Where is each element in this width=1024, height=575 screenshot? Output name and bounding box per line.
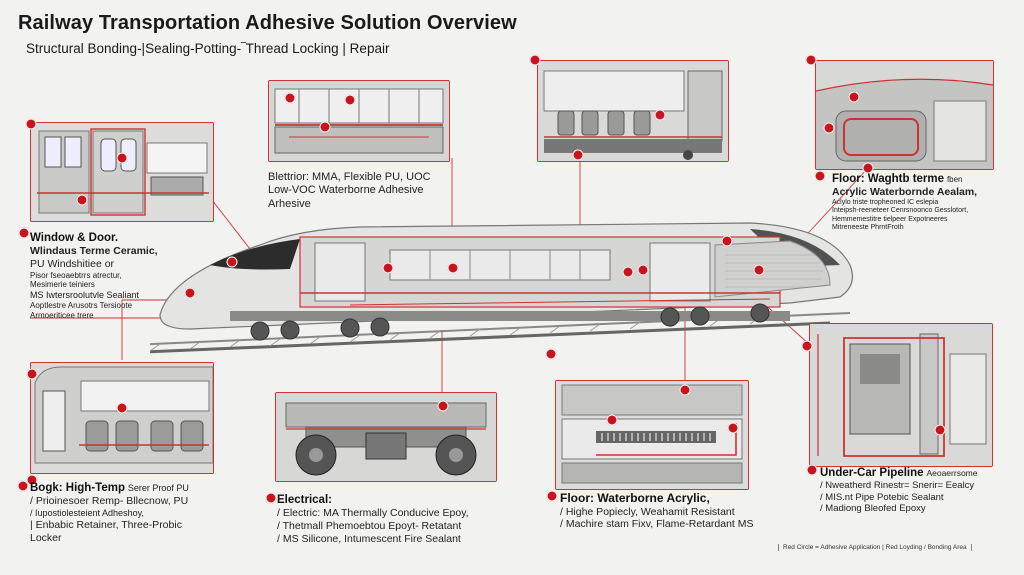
callout-electrical: Electrical: / Electric: MA Thermally Con… <box>277 493 469 545</box>
panel-marker-window <box>25 118 37 130</box>
callout-heading: Floor: Waghtb terme <box>832 173 945 185</box>
callout-heading-suffix: Aeoaerrsome <box>926 468 978 478</box>
adhesive-point-window <box>226 256 238 268</box>
adhesive-point-interior <box>622 266 634 278</box>
panel-marker-floor-4 <box>862 162 874 174</box>
callout-heading: Window & Door. <box>30 232 119 244</box>
panel-marker-floor-bottom-2 <box>606 414 618 426</box>
panel-marker-floor <box>805 54 817 66</box>
callout-heading: Floor: Waterborne Acrylic, <box>560 491 710 505</box>
callout-line: / Thetmall Phemoebtou Epoyt- Retatant <box>277 519 462 532</box>
under-car-pipeline-panel <box>809 323 993 467</box>
train-illustration <box>150 222 853 354</box>
panel-marker-floor-bottom <box>679 384 691 396</box>
callout-heading: Under-Car Pipeline <box>820 467 924 479</box>
callout-line: Aoptlestre Arusotrs Tersioote <box>30 301 133 311</box>
panel-marker-interior-3 <box>572 149 584 161</box>
callout-line: Low-VOC Waterborne Adhesive <box>268 184 424 197</box>
callout-floor-bottom: Floor: Waterborne Acrylic, / Highe Popie… <box>560 491 754 531</box>
callout-marker <box>265 492 277 504</box>
callout-marker <box>17 480 29 492</box>
panel-marker-floor-3 <box>823 122 835 134</box>
callout-line: Mesimerie teiniers <box>30 280 95 290</box>
callout-line: / Madiong Bleofed Epoxy <box>820 503 926 515</box>
page-subtitle: Structural Bonding-|Sealing-Potting-‾Thr… <box>26 41 390 56</box>
callout-line: Aclylo triste tropheoned IC eslepia <box>832 198 939 206</box>
panel-marker-floor-2 <box>848 91 860 103</box>
callout-line: Locker <box>30 531 62 544</box>
panel-marker-electrical <box>437 400 449 412</box>
adhesive-point-under <box>545 348 557 360</box>
callout-line: Mitreneeste PhrntFroth <box>832 224 904 232</box>
panel-marker-bonding-3 <box>319 121 331 133</box>
callout-line: / Iupostiolesteient Adheshoy, <box>30 507 144 518</box>
callout-line: Armoeriticee trere <box>30 310 94 320</box>
bogie-interior-panel <box>30 362 214 474</box>
callout-floor-right: Floor: Waghtb terme fben Acrylic Waterbo… <box>832 172 977 233</box>
callout-heading: Electrical: <box>277 494 332 506</box>
panel-marker-window-3 <box>76 194 88 206</box>
callout-heading-suffix: Serer Proof PU <box>127 483 189 493</box>
adhesive-point-front <box>753 264 765 276</box>
callout-line: / Prioinesoer Remp- Bllecnow, PU <box>30 495 189 508</box>
panel-marker-bonding-2 <box>344 94 356 106</box>
callout-line: Acrylic Waterbornde Aealam, <box>832 186 978 199</box>
callout-bogie: Bogk: High-Temp Serer Proof PU / Prioine… <box>30 481 189 544</box>
callout-marker <box>806 464 818 476</box>
adhesive-point-door <box>382 262 394 274</box>
callout-window-door: Window & Door. Wlindaus Terme Ceramic, P… <box>30 231 158 321</box>
callout-line: / Highe Popiecly, Weahamit Resistant <box>560 505 735 518</box>
callout-line: MS Iwtersroolutvle Sealiant <box>30 290 140 301</box>
panel-marker-bonding <box>284 92 296 104</box>
panel-marker-window-2 <box>116 152 128 164</box>
adhesive-point-nose <box>184 287 196 299</box>
callout-line: | Enbabic Retainer, Three-Probic <box>30 518 182 531</box>
callout-line: / Electric: MA Thermally Conducive Epoy, <box>277 507 469 520</box>
callout-line: Hemmemestitre tielpeer Expotneeres <box>832 215 948 223</box>
callout-line: / MS Silicone, Intumescent Fire Sealant <box>277 532 461 545</box>
callout-marker <box>18 227 30 239</box>
callout-line: / MIS.nt Pipe Potebic Sealant <box>820 491 944 503</box>
panel-marker-bogie-2 <box>116 402 128 414</box>
callout-line: Blettrior: MMA, Flexible PU, UOC <box>268 171 431 183</box>
callout-pipeline: Under-Car Pipeline Aeoaerrsome / Nweathe… <box>820 466 977 515</box>
callout-line: / Nweatherd Rinestr= Snerir= Eealcy <box>820 480 975 492</box>
callout-marker <box>546 490 558 502</box>
panel-marker-pipeline-2 <box>934 424 946 436</box>
panel-marker-floor-bottom-3 <box>727 422 739 434</box>
callout-line: Pisor fseoaebtrrs atrectur, <box>30 270 122 280</box>
adhesive-point-roof <box>721 235 733 247</box>
interior-seating-panel <box>537 60 729 162</box>
panel-marker-interior-2 <box>654 109 666 121</box>
adhesive-point-door-2 <box>637 264 649 276</box>
panel-marker-interior <box>529 54 541 66</box>
bonding-detail-panel <box>268 80 450 162</box>
callout-line: Arhesive <box>268 197 311 210</box>
callout-line: Wlindaus Terme Ceramic, <box>30 245 158 258</box>
floor-profile-panel <box>815 60 994 170</box>
callout-line: Inteipsh-reeneteer Cenrsnoonco Gesslotor… <box>832 207 969 215</box>
panel-marker-pipeline <box>801 340 813 352</box>
window-door-detail-panel <box>30 122 214 222</box>
callout-top-center: Blettrior: MMA, Flexible PU, UOC Low-VOC… <box>268 171 431 211</box>
legend: Red Circle = Adhesive Application | Red … <box>778 544 972 551</box>
callout-heading-suffix: fben <box>946 175 963 184</box>
adhesive-point-seat <box>447 262 459 274</box>
panel-marker-bogie <box>26 368 38 380</box>
electrical-bogie-panel <box>275 392 497 482</box>
callout-line: / Machire stam Fixv, Flame-Retardant MS <box>560 518 754 531</box>
callout-line: PU Windshitiee or <box>30 257 115 270</box>
floor-waterborne-panel <box>555 380 749 490</box>
callout-marker <box>814 170 826 182</box>
page-title: Railway Transportation Adhesive Solution… <box>18 12 517 34</box>
panel-marker-bogie-3 <box>26 474 38 486</box>
callout-heading: Bogk: High-Temp <box>30 482 125 494</box>
